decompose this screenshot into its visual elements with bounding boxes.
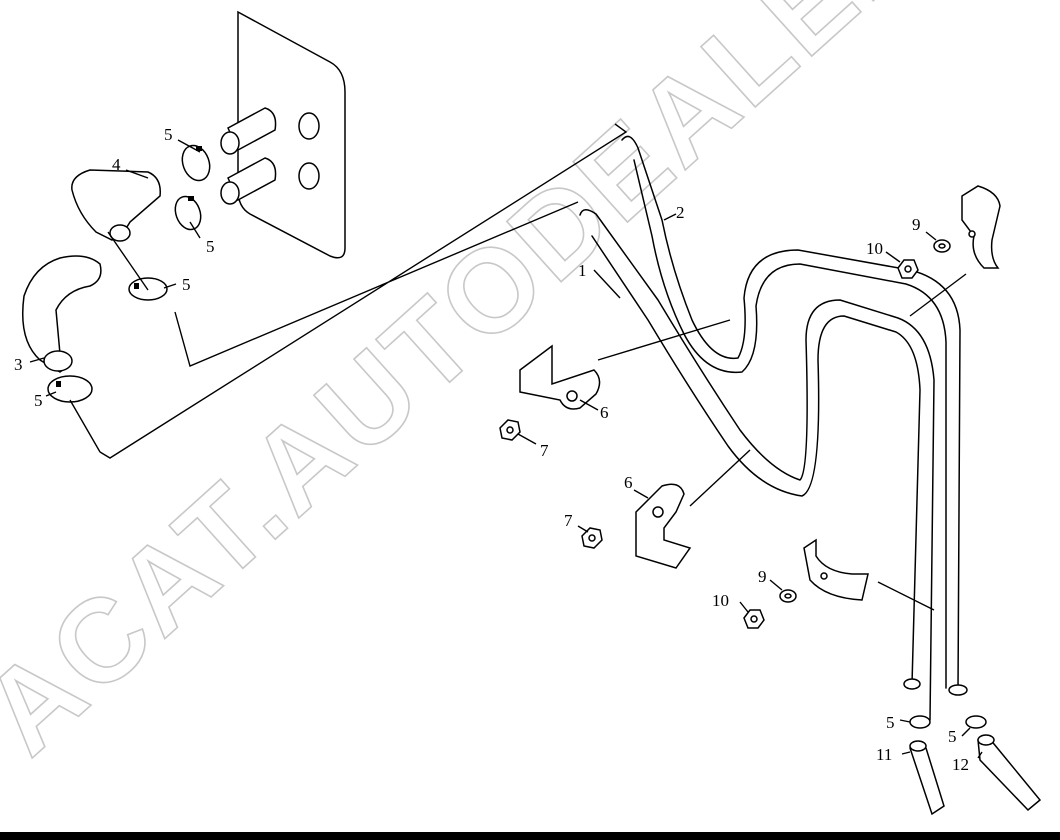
heater-pipe-lower [220, 157, 277, 205]
label-12: 12 [952, 755, 969, 774]
label-10-a: 10 [866, 239, 883, 258]
label-1: 1 [578, 261, 587, 280]
heater-plate [237, 10, 346, 259]
washer-9-lower [779, 589, 797, 603]
washer-9-upper [933, 239, 951, 253]
bracket-6-upper [519, 344, 601, 410]
leader-lines [29, 139, 983, 759]
clamp-5-hose11 [909, 715, 931, 729]
tube-1-end [903, 678, 921, 690]
label-5-d: 5 [34, 391, 43, 410]
label-5-c: 5 [182, 275, 191, 294]
clip-lower [803, 538, 869, 601]
clamp-5-hose3 [47, 375, 93, 403]
label-9-b: 9 [758, 567, 767, 586]
label-3: 3 [14, 355, 23, 374]
elbow-hose-4 [71, 169, 161, 242]
tube-1 [579, 209, 935, 721]
label-5-f: 5 [948, 727, 957, 746]
label-5-a: 5 [164, 125, 173, 144]
label-9-a: 9 [912, 215, 921, 234]
tube-2-end [948, 684, 968, 696]
nut-7-upper [499, 419, 521, 441]
elbow-hose-3 [21, 255, 102, 373]
clamp-5-middle [174, 195, 202, 231]
label-5-e: 5 [886, 713, 895, 732]
nut-7-lower [581, 527, 603, 549]
label-6-a: 6 [600, 403, 609, 422]
hose-11 [909, 740, 945, 816]
connector-line-b [107, 231, 149, 291]
heater-pipe-upper [220, 107, 277, 155]
bottom-border [0, 832, 1060, 840]
label-7-a: 7 [540, 441, 549, 460]
label-11: 11 [876, 745, 892, 764]
label-5-b: 5 [206, 237, 215, 256]
tube-2 [621, 135, 961, 691]
connector-line-a [69, 123, 628, 459]
bracket-6-lower [635, 483, 692, 569]
nut-10-lower [743, 609, 765, 629]
nut-10-upper [897, 259, 919, 279]
label-6-b: 6 [624, 473, 633, 492]
clamp-5-upper [181, 144, 211, 182]
label-7-b: 7 [564, 511, 573, 530]
label-2: 2 [676, 203, 685, 222]
hose-12 [977, 734, 1042, 812]
clip-upper [961, 185, 1001, 269]
label-10-b: 10 [712, 591, 729, 610]
clamp-5-hose12 [965, 715, 987, 729]
label-4: 4 [112, 155, 121, 174]
